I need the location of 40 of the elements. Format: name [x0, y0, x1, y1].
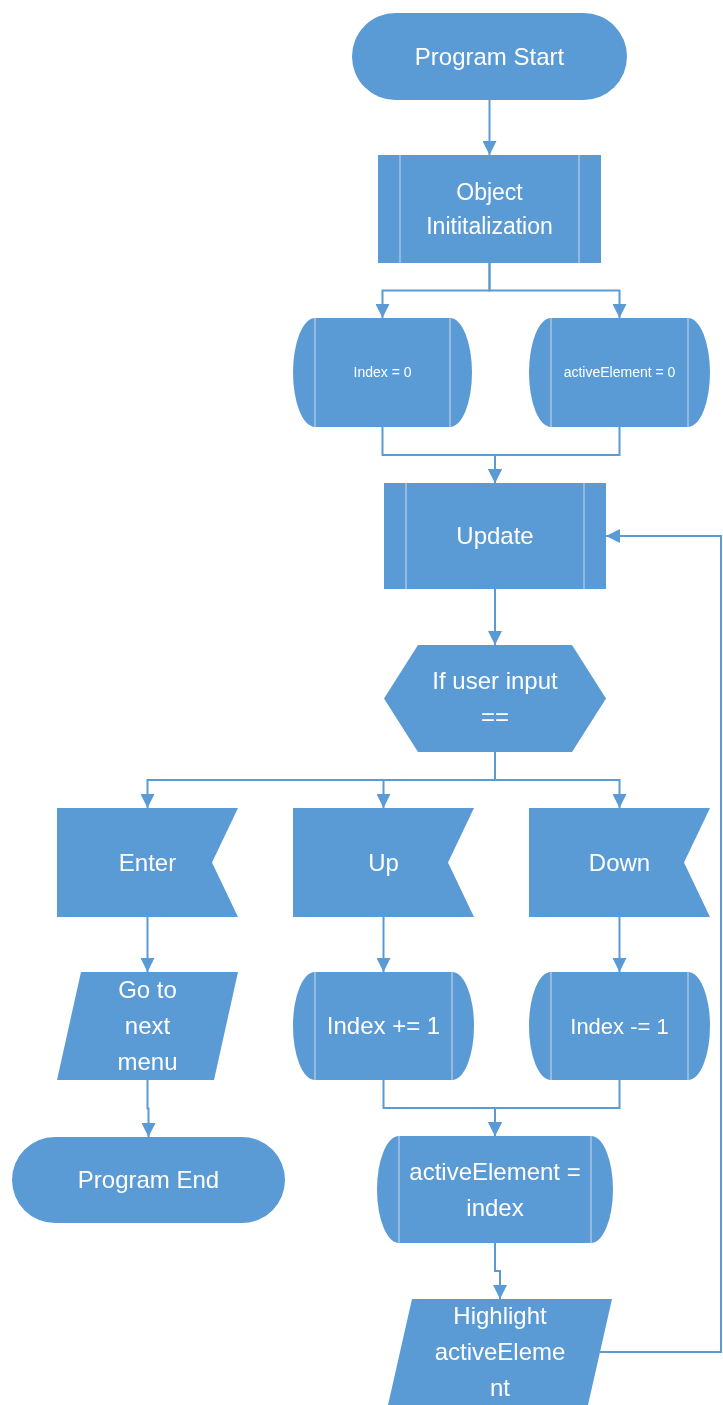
arrow — [599, 529, 722, 1353]
arrow — [140, 916, 155, 973]
node-label: Update — [456, 521, 534, 551]
stored-data-shape — [293, 318, 472, 427]
input-output-parallelogram — [388, 1299, 612, 1405]
arrow — [612, 916, 627, 973]
input-flag-shape — [293, 808, 474, 917]
node-label: activeElement = 0 — [563, 363, 676, 382]
node-label: Index = 0 — [353, 363, 412, 382]
arrow — [482, 99, 497, 156]
subprocess-box — [384, 483, 606, 589]
stored-data-shape — [529, 972, 710, 1080]
arrow — [376, 916, 391, 973]
arrow — [493, 1242, 507, 1300]
input-flag-shape — [529, 808, 710, 917]
input-flag-shape — [57, 808, 238, 917]
arrow — [494, 751, 627, 809]
arrow — [488, 1079, 621, 1137]
arrow — [488, 588, 502, 646]
node-label: Object Inititalization — [425, 177, 554, 241]
stored-data-shape — [529, 318, 710, 427]
stored-data-shape — [293, 972, 474, 1080]
node-label: Highlight activeElement — [433, 1301, 567, 1403]
decision-hexagon — [384, 645, 606, 752]
arrow — [141, 1079, 156, 1138]
node-label: Go to next menu — [116, 975, 179, 1077]
node-label: Program End — [77, 1165, 220, 1195]
arrow — [488, 426, 621, 484]
arrow — [488, 262, 627, 319]
input-output-parallelogram — [57, 972, 238, 1080]
subprocess-box — [378, 155, 601, 263]
node-label: Up — [368, 847, 399, 878]
node-label: Index -= 1 — [570, 1012, 669, 1041]
node-label: Down — [588, 847, 651, 878]
node-label: Program Start — [414, 41, 565, 72]
stored-data-shape — [377, 1136, 613, 1243]
node-label: Enter — [118, 847, 177, 878]
node-label: activeElement = index — [408, 1156, 582, 1223]
node-label: If user input == — [431, 665, 559, 732]
node-label: Index += 1 — [326, 1011, 441, 1041]
